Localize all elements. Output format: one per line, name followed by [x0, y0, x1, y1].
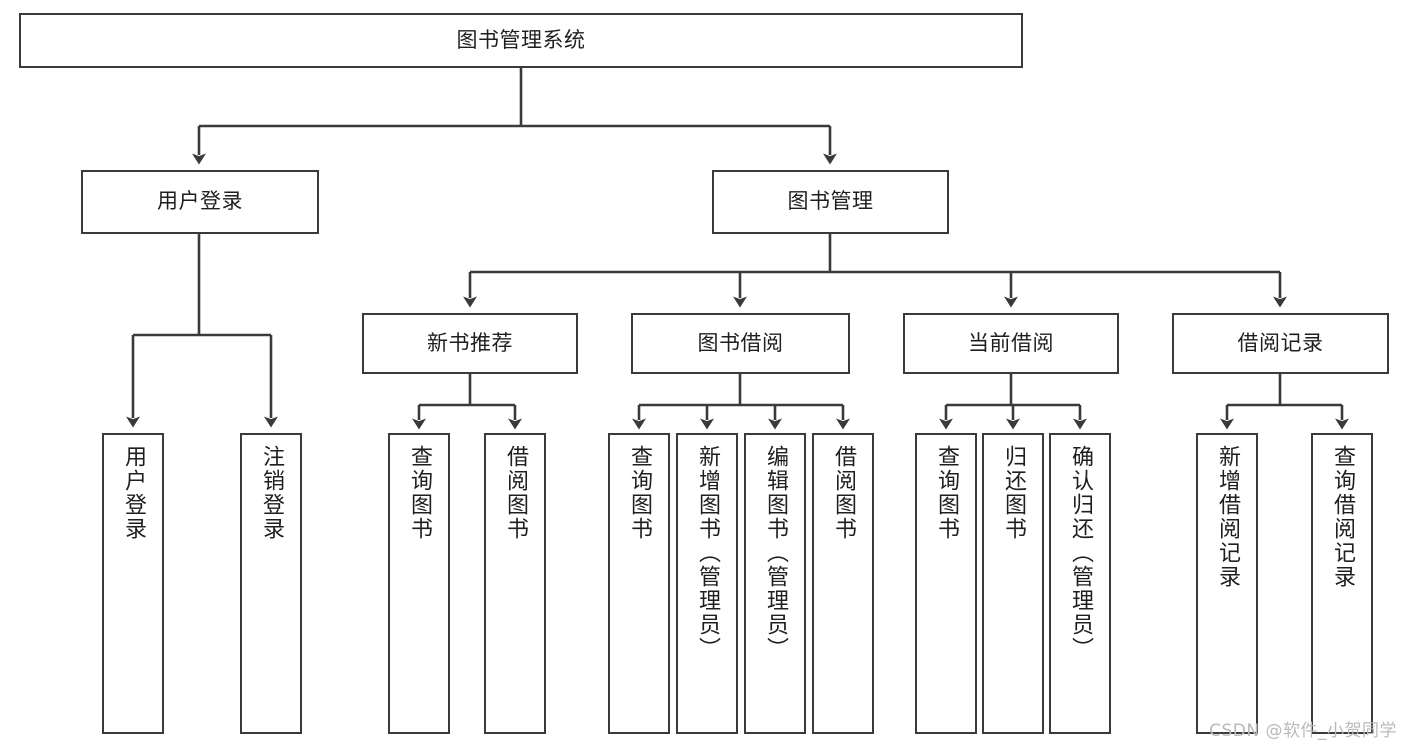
- leaf-user-login[interactable]: 用户登录: [102, 433, 164, 734]
- node-borrow-record[interactable]: 借阅记录: [1172, 313, 1389, 374]
- node-label: 查询图书: [626, 445, 652, 541]
- node-label: 当前借阅: [968, 330, 1054, 355]
- leaf-add-borrow-record[interactable]: 新增借阅记录: [1196, 433, 1258, 734]
- node-label: 图书借阅: [697, 330, 784, 355]
- node-book-borrowing[interactable]: 图书借阅: [631, 313, 850, 374]
- leaf-return-book[interactable]: 归还图书: [982, 433, 1044, 734]
- node-label: 图书管理系统: [456, 27, 586, 52]
- node-root-system[interactable]: 图书管理系统: [19, 13, 1023, 68]
- node-label: 借阅图书: [830, 445, 856, 541]
- leaf-borrow-book[interactable]: 借阅图书: [812, 433, 874, 734]
- node-label: 图书管理: [787, 189, 874, 214]
- node-label: 查询图书: [933, 445, 959, 541]
- node-label: 借阅图书: [502, 445, 528, 541]
- node-label: 用户登录: [157, 189, 243, 214]
- node-label: 查询图书: [406, 445, 432, 541]
- node-label: 新增图书（管理员）: [694, 445, 720, 661]
- node-label: 新增借阅记录: [1214, 445, 1240, 589]
- node-label: 注销登录: [258, 445, 284, 541]
- node-label: 归还图书: [1000, 445, 1026, 541]
- watermark-text: CSDN @软件_小贺同学: [1209, 721, 1397, 741]
- leaf-query-book-current[interactable]: 查询图书: [915, 433, 977, 734]
- node-label: 新书推荐: [427, 330, 513, 355]
- node-label: 编辑图书（管理员）: [762, 445, 788, 661]
- node-label: 查询借阅记录: [1329, 445, 1355, 589]
- leaf-logout[interactable]: 注销登录: [240, 433, 302, 734]
- node-current-borrowing[interactable]: 当前借阅: [903, 313, 1119, 374]
- leaf-query-book-new[interactable]: 查询图书: [388, 433, 450, 734]
- node-label: 用户登录: [120, 445, 146, 541]
- leaf-edit-book-admin[interactable]: 编辑图书（管理员）: [744, 433, 806, 734]
- node-label: 确认归还（管理员）: [1067, 445, 1093, 661]
- leaf-add-book-admin[interactable]: 新增图书（管理员）: [676, 433, 738, 734]
- leaf-confirm-return-admin[interactable]: 确认归还（管理员）: [1049, 433, 1111, 734]
- leaf-query-borrow-record[interactable]: 查询借阅记录: [1311, 433, 1373, 734]
- node-user-login[interactable]: 用户登录: [81, 170, 319, 234]
- node-book-management[interactable]: 图书管理: [712, 170, 949, 234]
- leaf-query-book-borrow[interactable]: 查询图书: [608, 433, 670, 734]
- node-new-book-recommendation[interactable]: 新书推荐: [362, 313, 578, 374]
- leaf-borrow-book-new[interactable]: 借阅图书: [484, 433, 546, 734]
- node-label: 借阅记录: [1237, 330, 1324, 355]
